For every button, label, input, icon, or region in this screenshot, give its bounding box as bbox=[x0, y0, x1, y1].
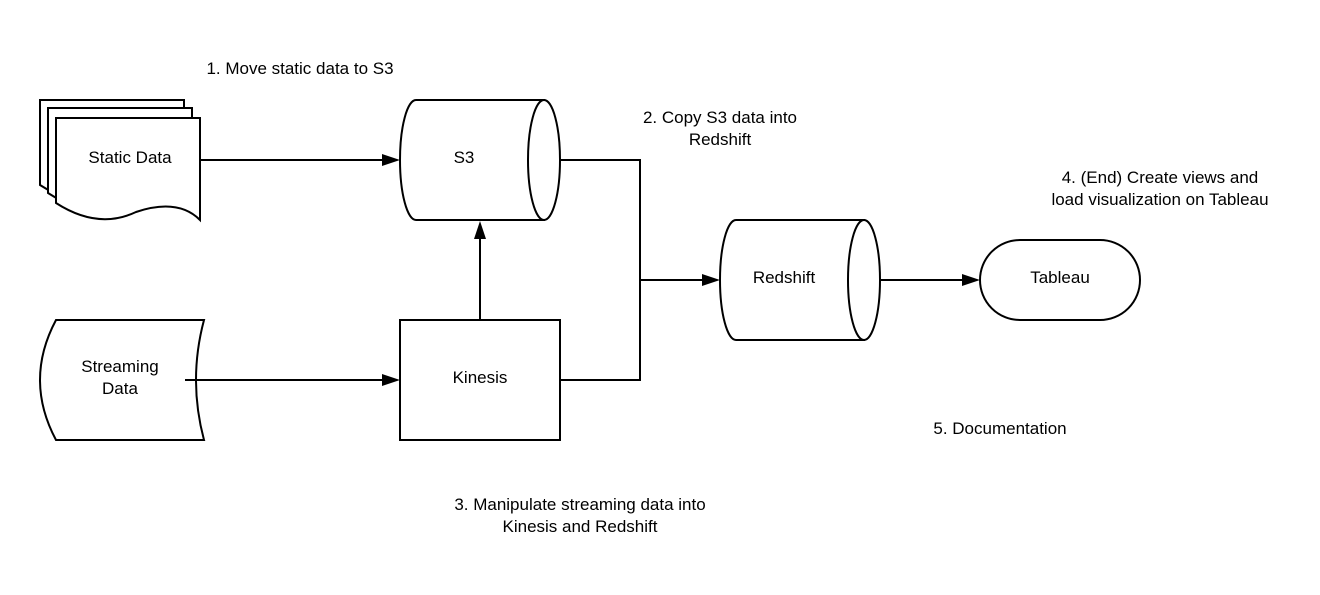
streaming-data-label-line1: Streaming bbox=[81, 357, 158, 376]
step5-annotation: 5. Documentation bbox=[933, 419, 1066, 438]
step4-annotation-line2: load visualization on Tableau bbox=[1051, 190, 1268, 209]
step1-annotation: 1. Move static data to S3 bbox=[206, 59, 393, 78]
redshift-label: Redshift bbox=[753, 268, 816, 287]
edge-streaming-to-kinesis bbox=[185, 374, 400, 386]
kinesis-node: Kinesis bbox=[399, 319, 561, 441]
step3-annotation-line1: 3. Manipulate streaming data into bbox=[454, 495, 705, 514]
s3-label: S3 bbox=[454, 148, 475, 167]
edge-kinesis-to-s3 bbox=[474, 221, 486, 320]
edge-redshift-to-tableau bbox=[880, 274, 980, 286]
streaming-data-label-line2: Data bbox=[102, 379, 138, 398]
static-data-node: Static Data bbox=[39, 99, 201, 223]
kinesis-label: Kinesis bbox=[453, 368, 508, 387]
static-data-label: Static Data bbox=[88, 148, 172, 167]
tableau-label: Tableau bbox=[1030, 268, 1090, 287]
tableau-node: Tableau bbox=[979, 239, 1141, 321]
edge-static-to-s3 bbox=[200, 154, 400, 166]
step4-annotation-line1: 4. (End) Create views and bbox=[1062, 168, 1259, 187]
step2-annotation-line2: Redshift bbox=[689, 130, 752, 149]
step2-annotation-line1: 2. Copy S3 data into bbox=[643, 108, 797, 127]
edge-kinesis-to-redshift bbox=[560, 274, 720, 381]
edge-s3-to-redshift bbox=[560, 159, 641, 280]
s3-node: S3 bbox=[399, 99, 561, 221]
step3-annotation-line2: Kinesis and Redshift bbox=[503, 517, 658, 536]
redshift-node: Redshift bbox=[719, 219, 881, 341]
streaming-data-node: Streaming Data bbox=[39, 319, 206, 441]
